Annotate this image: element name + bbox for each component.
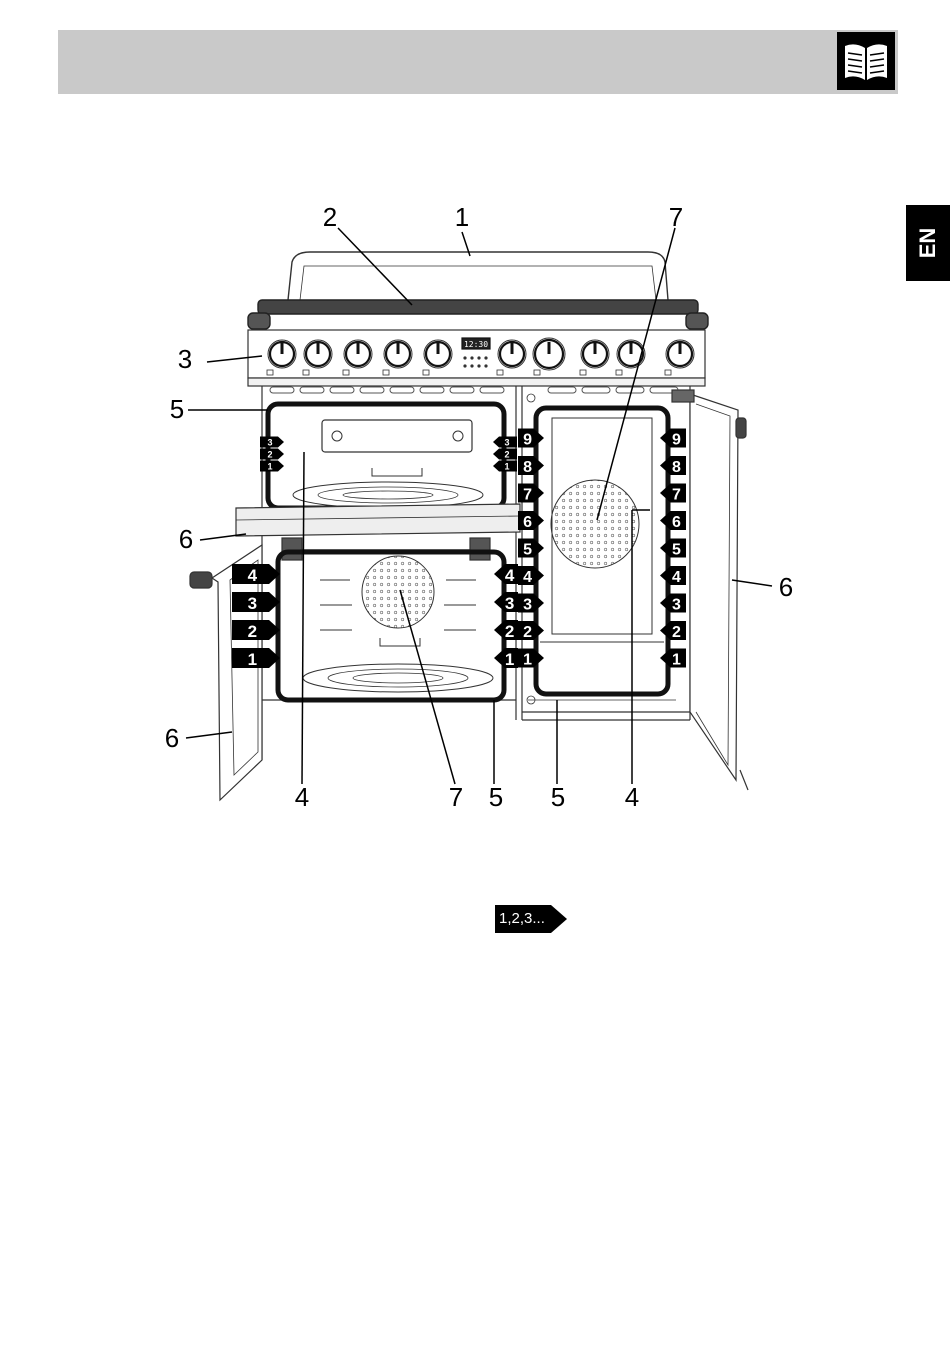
right-oven-level-marker: 4 (518, 566, 544, 586)
right-oven-level-marker: 2 (518, 621, 544, 641)
clock-display: 12:30 (464, 340, 488, 349)
lower-right-level-marker: 2 (494, 620, 518, 641)
lower-left-level-marker: 1 (232, 648, 280, 669)
callout-fan: 7 (449, 782, 463, 812)
lower-right-level-marker: 3 (494, 592, 518, 613)
vent-slots (270, 387, 678, 393)
svg-text:6: 6 (523, 514, 532, 531)
svg-text:2: 2 (505, 622, 514, 641)
svg-text:3: 3 (523, 596, 532, 613)
callout-cooktop-edge: 2 (323, 202, 337, 232)
callout-oven-door: 6 (179, 524, 193, 554)
right-oven-door-level-marker: 8 (660, 456, 686, 476)
svg-text:5: 5 (523, 541, 532, 558)
svg-text:3: 3 (672, 596, 681, 613)
right-oven-level-marker: 3 (518, 594, 544, 614)
right-oven-door (672, 390, 748, 790)
svg-text:7: 7 (523, 486, 532, 503)
svg-text:8: 8 (523, 459, 532, 476)
svg-text:2: 2 (267, 450, 272, 460)
lower-right-level-marker: 1 (494, 648, 518, 669)
right-oven-door-level-marker: 4 (660, 566, 686, 586)
callout-rack-supports: 4 (295, 782, 309, 812)
svg-text:5: 5 (672, 541, 681, 558)
svg-text:4: 4 (672, 569, 681, 586)
callout-fan: 7 (669, 202, 683, 232)
svg-text:7: 7 (672, 486, 681, 503)
upper-right-level-marker: 3 (493, 437, 517, 448)
right-oven-door-level-marker: 2 (660, 621, 686, 641)
right-oven (527, 394, 676, 704)
upper-left-level-marker: 3 (260, 437, 284, 448)
svg-text:1: 1 (672, 651, 681, 668)
shelf-reference-label: 1,2,3... (499, 909, 545, 929)
right-oven-level-marker: 1 (518, 649, 544, 669)
svg-text:4: 4 (248, 566, 258, 585)
svg-text:9: 9 (523, 431, 532, 448)
lower-oven (278, 552, 504, 700)
right-oven-level-marker: 7 (518, 484, 544, 504)
right-oven-level-marker: 8 (518, 456, 544, 476)
right-oven-door-level-marker: 6 (660, 511, 686, 531)
right-oven-level-marker: 5 (518, 539, 544, 559)
svg-text:2: 2 (505, 450, 510, 460)
cooker-body (262, 386, 690, 760)
callout-control-panel: 3 (178, 344, 192, 374)
svg-text:6: 6 (672, 514, 681, 531)
svg-text:1: 1 (505, 650, 514, 669)
right-oven-door-level-marker: 5 (660, 539, 686, 559)
svg-text:2: 2 (248, 622, 257, 641)
svg-text:1: 1 (248, 650, 257, 669)
svg-text:1: 1 (523, 651, 532, 668)
lower-left-level-marker: 3 (232, 592, 280, 613)
hob (248, 252, 708, 329)
svg-text:4: 4 (523, 569, 532, 586)
right-oven-level-marker: 6 (518, 511, 544, 531)
svg-text:4: 4 (505, 566, 515, 585)
shelf-reference-marker: 1,2,3... (495, 905, 567, 933)
svg-text:3: 3 (248, 594, 257, 613)
svg-text:9: 9 (672, 431, 681, 448)
callout-oven-door: 6 (779, 572, 793, 602)
right-oven-door-level-marker: 7 (660, 484, 686, 504)
svg-text:3: 3 (267, 438, 272, 448)
svg-text:3: 3 (505, 594, 514, 613)
upper-right-level-marker: 1 (493, 461, 517, 472)
lower-right-level-marker: 4 (494, 564, 518, 585)
right-oven-door-level-marker: 1 (660, 649, 686, 669)
svg-text:1: 1 (505, 462, 510, 472)
right-oven-level-marker: 9 (518, 429, 544, 449)
callout-oven-seal: 5 (170, 394, 184, 424)
upper-left-level-marker: 1 (260, 461, 284, 472)
callout-oven-door: 6 (165, 723, 179, 753)
svg-text:3: 3 (505, 438, 510, 448)
right-oven-door-level-marker: 9 (660, 429, 686, 449)
callout-rack-supports: 4 (625, 782, 639, 812)
svg-text:2: 2 (672, 624, 681, 641)
lower-left-level-marker: 2 (232, 620, 280, 641)
upper-right-level-marker: 2 (493, 449, 517, 460)
callout-hob: 1 (455, 202, 469, 232)
callout-oven-seal: 5 (551, 782, 565, 812)
right-oven-door-level-marker: 3 (660, 594, 686, 614)
svg-text:2: 2 (523, 624, 532, 641)
callout-oven-seal: 5 (489, 782, 503, 812)
svg-text:1: 1 (267, 462, 272, 472)
svg-text:8: 8 (672, 459, 681, 476)
upper-left-level-marker: 2 (260, 449, 284, 460)
lower-left-level-marker: 4 (232, 564, 280, 585)
